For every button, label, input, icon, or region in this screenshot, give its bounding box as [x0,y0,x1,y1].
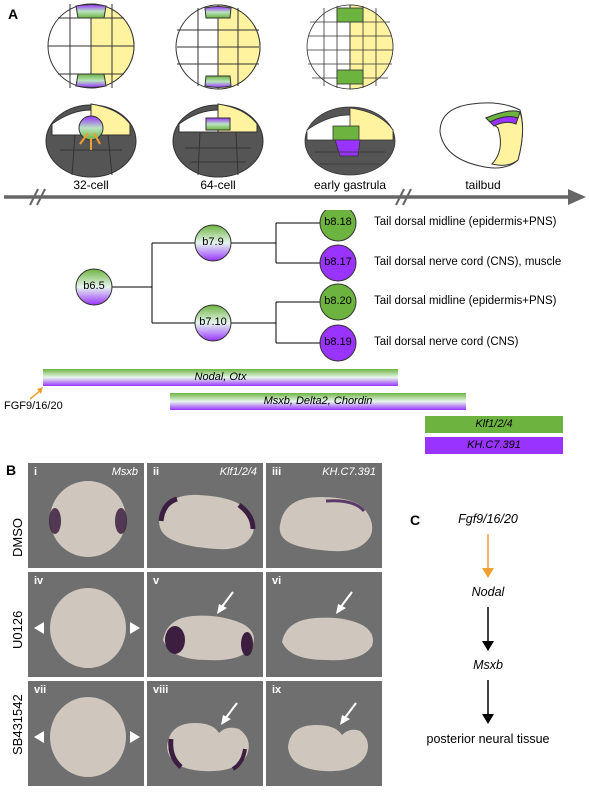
node-label-b8-20: b8.20 [324,295,352,307]
micrograph-iv: iv [28,572,144,677]
lineage-node-b8-18 [319,210,357,242]
panel-a-letter: A [8,6,19,22]
pathway-node-nodal: Nodal [471,585,505,599]
pathway-arrow-nodal-msxb [482,607,494,651]
expression-bar-nodal-otx [43,369,398,386]
panel-c-letter: C [410,512,421,528]
micrograph-v-number: v [153,575,160,587]
lineage-node-b8-19 [319,324,357,362]
expression-bar-klf [425,416,563,433]
micrograph-vii: vii [28,681,144,786]
lineage-tree [75,210,357,362]
expression-bar-nodal-otx-label: Nodal, Otx [194,371,247,383]
micrograph-iii-number: iii [272,466,282,478]
pathway-node-fgf: Fgf9/16/20 [458,512,518,526]
pathway-node-posterior-neural: posterior neural tissue [426,732,550,746]
micrograph-viii-number: viii [153,684,169,696]
fate-label-b8-19: Tail dorsal nerve cord (CNS) [374,336,519,348]
micrograph-iv-number: iv [34,575,44,587]
embryo-gastrula-top [306,4,394,90]
expression-bar-msxb-label: Msxb, Delta2, Chordin [263,395,373,407]
expression-bar-khc7 [425,437,563,454]
micrograph-ii-gene: Klf1/2/4 [219,466,257,478]
micrograph-v: v [147,572,263,677]
pathway-arrow-fgf-nodal [482,534,494,578]
embryo-64cell-top [175,4,261,90]
condition-label-sb431542: SB431542 [10,694,25,756]
fate-label-b8-18: Tail dorsal midline (epidermis+PNS) [374,216,557,228]
fgf-signal-label: FGF9/16/20 [4,400,63,412]
micrograph-ii: ii Klf1/2/4 [147,463,263,568]
lineage-node-b8-17 [319,244,357,282]
pathway-arrow-msxb-neural [482,680,494,724]
stage-label-64cell: 64-cell [200,178,236,192]
timeline-arrow [4,188,586,206]
node-label-b7-10: b7.10 [199,316,227,328]
lineage-node-b8-20 [319,283,357,321]
embryo-32cell-top [47,3,135,89]
embryo-tailbud [439,102,524,169]
micrograph-ii-number: ii [153,466,160,478]
expression-bar-klf-label: Klf1/2/4 [475,418,513,430]
micrograph-vii-number: vii [34,684,47,696]
embryo-gastrula-side [304,106,396,176]
stage-label-32cell: 32-cell [73,178,109,192]
micrograph-i-gene: Msxb [111,466,138,478]
node-label-b8-19: b8.19 [324,336,352,348]
lineage-node-b6-5 [75,268,113,306]
micrograph-viii: viii [147,681,263,786]
condition-label-dmso: DMSO [10,518,25,558]
micrograph-ix: ix [266,681,382,786]
stage-label-early-gastrula: early gastrula [313,178,387,192]
embryo-diagrams [4,3,586,206]
embryo-32cell-side [45,103,137,178]
embryo-64cell-side [172,103,264,178]
panel-b-letter: B [6,462,17,478]
micrograph-vi-number: vi [272,575,282,587]
micrograph-vi: vi [266,572,382,677]
lineage-node-b7-9 [194,224,232,262]
node-label-b7-9: b7.9 [202,236,224,248]
micrograph-i-number: i [34,466,38,478]
condition-label-u0126: U0126 [10,610,25,650]
lineage-node-b7-10 [194,304,232,342]
micrograph-ix-number: ix [272,684,282,696]
expression-bar-khc7-label: KH.C7.391 [467,439,521,451]
micrograph-i: i Msxb [28,463,144,568]
pathway-node-msxb: Msxb [473,658,503,672]
fgf-signal-arrow [29,387,43,400]
micrograph-iii: iii KH.C7.391 [266,463,382,568]
expression-bar-msxb [170,393,466,410]
node-label-b8-18: b8.18 [324,216,352,228]
micrograph-iii-gene: KH.C7.391 [322,466,376,478]
node-label-b8-17: b8.17 [324,256,352,268]
stage-label-tailbud: tailbud [465,178,501,192]
fate-label-b8-17: Tail dorsal nerve cord (CNS), muscle [374,256,562,268]
node-label-b6-5: b6.5 [83,280,105,292]
fate-label-b8-20: Tail dorsal midline (epidermis+PNS) [374,295,557,307]
